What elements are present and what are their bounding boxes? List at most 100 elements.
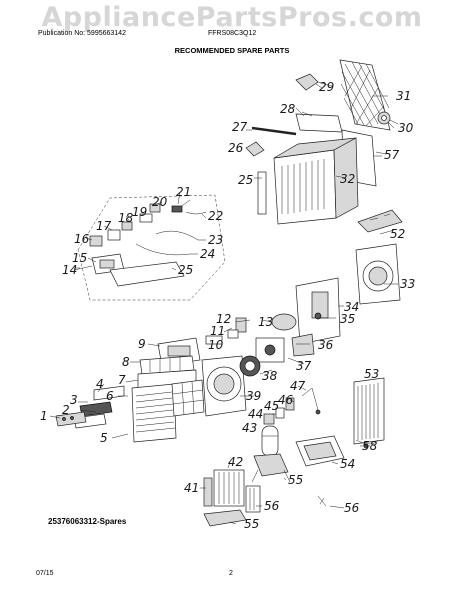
part-label-6: 6 (106, 389, 114, 403)
part-36-bulkhead (295, 277, 341, 345)
part-47-tube (301, 387, 321, 415)
part-28-rod (251, 126, 297, 136)
part-label-10: 10 (208, 338, 224, 352)
part-label-34: 33 (400, 277, 415, 291)
part-label-56b: 56 (344, 501, 360, 515)
part-label-3: 3 (70, 393, 78, 407)
part-label-44: 44 (248, 407, 263, 421)
part-26-side-rail (257, 171, 267, 215)
part-label-9: 9 (138, 337, 146, 351)
part-label-53: 55 (288, 473, 303, 487)
part-56-screw (317, 495, 327, 507)
part-label-21: 21 (176, 185, 191, 199)
control-group-outline (77, 194, 226, 301)
part-label-38: 37 (296, 359, 312, 373)
part-46-valve (285, 397, 295, 411)
part-label-33: 32 (340, 172, 355, 186)
part-label-2: 2 (62, 403, 70, 417)
part-5-front-grille (131, 383, 177, 443)
part-label-42: 42 (228, 455, 243, 469)
part-label-13: 13 (258, 315, 273, 329)
part-40-blower-housing (201, 355, 247, 417)
part-label-32: 31 (396, 89, 411, 103)
part-18-clip (121, 221, 133, 231)
page-number: 2 (229, 570, 233, 577)
part-label-39: 38 (262, 369, 278, 383)
part-label-8: 8 (122, 355, 130, 369)
part-label-18: 18 (118, 211, 134, 225)
part-label-20: 20 (152, 195, 168, 209)
parts-list-code: 25376063312-Spares (48, 517, 127, 526)
part-53-compressor-mount (251, 453, 291, 483)
part-42-evaporator-frame (213, 469, 245, 507)
part-10-bracket (205, 335, 223, 345)
part-23-harness (155, 230, 199, 241)
part-label-5: 5 (100, 431, 108, 445)
part-label-22: 22 (208, 209, 223, 223)
model-number: FFRS08C3Q12 (208, 30, 257, 37)
part-label-54: 56 (264, 499, 280, 513)
part-17-relay (107, 229, 121, 241)
part-31-knob (377, 111, 399, 125)
part-24-harness (135, 243, 191, 256)
part-3-control-board (79, 401, 113, 417)
watermark-logo: AppliancePartsPros.com (41, 2, 423, 33)
part-43-compressor (261, 425, 279, 457)
part-52-base-pan (295, 435, 345, 467)
part-1-button-panel (55, 411, 87, 427)
part-label-23: 23 (208, 233, 223, 247)
part-14-base (73, 265, 93, 271)
part-49-condenser (353, 377, 385, 445)
part-label-28: 27 (232, 120, 248, 134)
part-label-11: 11 (210, 324, 225, 338)
part-29-frame (295, 107, 343, 133)
part-label-31: 30 (398, 121, 414, 135)
part-55-drain-pan (203, 509, 247, 527)
part-16-board (89, 235, 103, 247)
part-label-36: 35 (340, 312, 355, 326)
part-label-14: 14 (62, 263, 77, 277)
part-label-19: 19 (132, 205, 147, 219)
part-label-41: 41 (184, 481, 199, 495)
part-38-motor-mount (255, 337, 285, 363)
part-label-30: 29 (319, 80, 334, 94)
part-41-side-bracket (203, 477, 213, 507)
part-label-40: 39 (246, 389, 261, 403)
part-label-29: 28 (280, 102, 296, 116)
part-label-47: 47 (290, 379, 306, 393)
part-50-bracket (357, 209, 403, 233)
revision-date: 07/15 (36, 570, 54, 577)
part-label-24: 24 (200, 247, 215, 261)
part-39-blower-wheel (239, 355, 261, 377)
part-label-55b: 55 (244, 517, 259, 531)
part-label-57: 57 (384, 148, 400, 162)
part-label-46: 46 (278, 393, 294, 407)
part-20-sensor (149, 203, 161, 213)
part-label-16: 16 (74, 232, 90, 246)
part-label-1: 1 (40, 409, 48, 423)
part-30-bracket (295, 73, 333, 91)
part-label-12: 12 (216, 312, 231, 326)
part-22-wire (185, 211, 207, 215)
part-12-switch (235, 317, 247, 333)
part-label-4: 4 (96, 377, 104, 391)
part-label-27: 26 (228, 141, 244, 155)
part-6-grid-panel (171, 379, 205, 417)
part-label-49: 53 (364, 367, 379, 381)
part-27-clip (245, 141, 265, 157)
part-label-50: 52 (390, 227, 405, 241)
part-32-filter-mesh (339, 59, 391, 131)
part-label-26: 25 (238, 173, 253, 187)
page-title: RECOMMENDED SPARE PARTS (174, 46, 290, 55)
part-label-52: 54 (340, 457, 355, 471)
part-label-15: 15 (72, 251, 87, 265)
part-label-7: 7 (118, 373, 126, 387)
part-21-wire (171, 199, 191, 213)
part-11-clip (227, 329, 239, 339)
part-34-shroud (355, 243, 401, 305)
part-45-valve (275, 407, 285, 419)
part-44-capacitor (263, 413, 275, 425)
part-label-17: 17 (96, 219, 112, 233)
part-label-35: 34 (344, 300, 359, 314)
